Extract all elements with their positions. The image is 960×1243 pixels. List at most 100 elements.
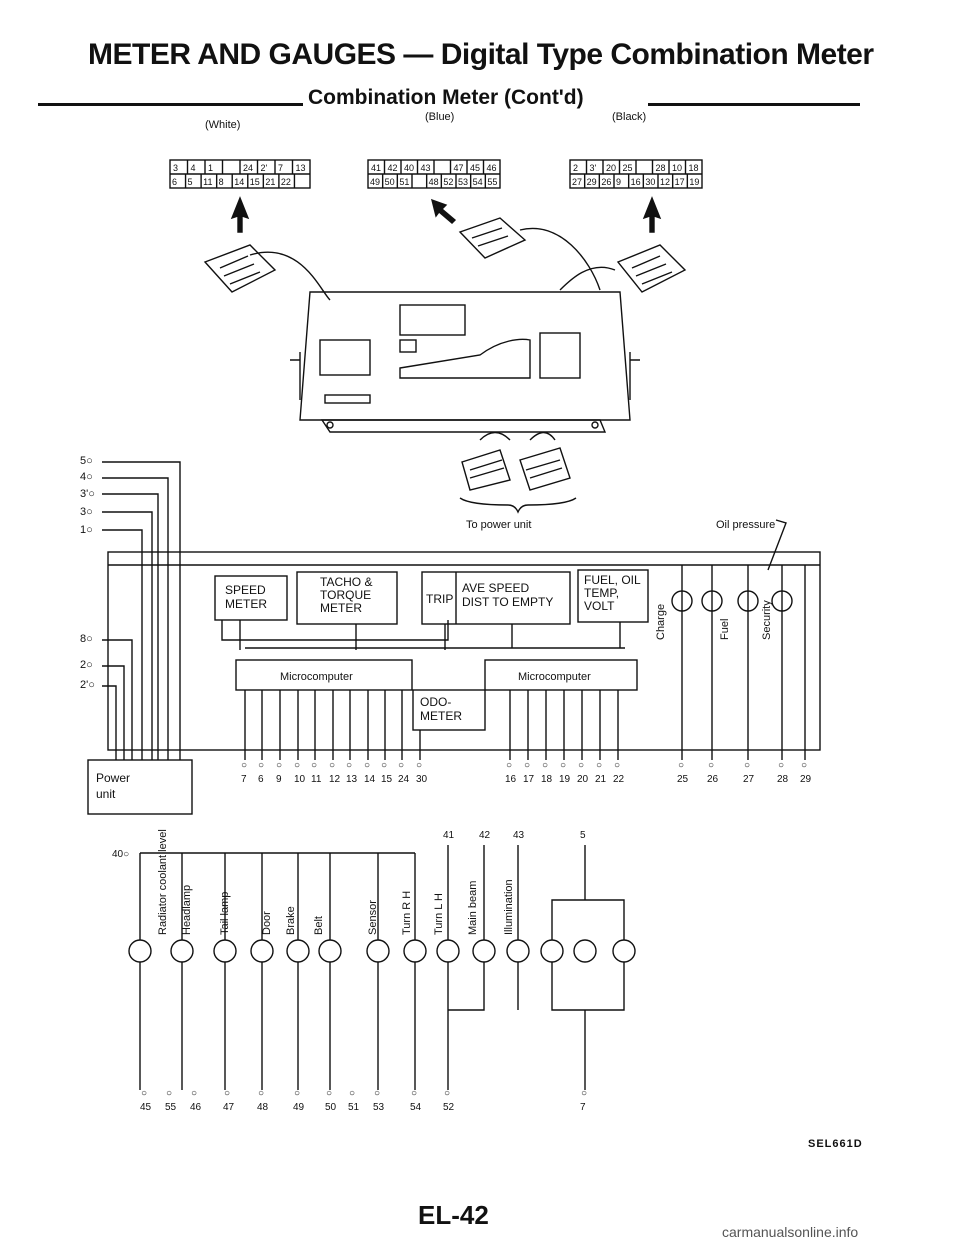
speed-meter-label: SPEED (225, 583, 266, 597)
indicator-lamp (128, 939, 152, 963)
lower-bottom-terminal: 46 (190, 1102, 202, 1113)
connector-pin: 12 (660, 177, 670, 187)
terminal-circle: ○ (294, 1088, 300, 1099)
bottom-terminal: 24 (398, 774, 410, 785)
connector-pin: 54 (473, 177, 483, 187)
terminal-circle: ○ (166, 1088, 172, 1099)
terminal-circle: ○ (349, 1088, 355, 1099)
title-rule-left (38, 103, 303, 106)
connector-black-label: (Black) (612, 111, 646, 123)
speed-meter-label: METER (225, 597, 267, 611)
bottom-terminal: 12 (329, 774, 341, 785)
bottom-terminal: 21 (595, 774, 607, 785)
oil-pressure-label: Oil pressure (716, 519, 775, 531)
lower-lamp-label: Headlamp (181, 885, 193, 935)
fuel-block (577, 569, 649, 623)
lower-bottom-terminal: 54 (410, 1102, 422, 1113)
bottom-terminal: 13 (346, 774, 358, 785)
bottom-terminal: 27 (743, 774, 755, 785)
connector-pin: 17 (675, 177, 685, 187)
fuel-label: FUEL, OIL (584, 573, 641, 587)
bottom-terminal: 10 (294, 774, 306, 785)
bottom-terminal: 28 (777, 774, 789, 785)
connector-pin: 13 (296, 163, 306, 173)
bottom-terminal: 14 (364, 774, 376, 785)
terminal-circle: ○ (381, 760, 387, 771)
connector-pin: 19 (689, 177, 699, 187)
terminal-circle: ○ (346, 760, 352, 771)
lower-top-terminal: 43 (513, 830, 525, 841)
lower-bottom-terminal: 55 (165, 1102, 177, 1113)
connector-pin: 22 (281, 177, 291, 187)
indicator-lamp (213, 939, 237, 963)
watermark: carmanualsonline.info (722, 1224, 859, 1240)
connector-pin: 3 (173, 163, 178, 173)
microcomputer-2-label: Microcomputer (518, 671, 591, 683)
connector-pin: 40 (404, 163, 414, 173)
bottom-terminal: 11 (311, 774, 322, 785)
indicator-lamp (612, 939, 636, 963)
lower-lamp-label: Door (261, 911, 273, 935)
connector-pin: 41 (371, 163, 381, 173)
connector-pin: 11 (203, 177, 212, 187)
indicator-lamp (573, 939, 597, 963)
plug-bottom (461, 431, 571, 491)
terminal-circle: ○ (294, 760, 300, 771)
upper-lamp-label: Fuel (719, 619, 731, 640)
microcomputer-1 (235, 659, 413, 691)
connector-pin: 48 (429, 177, 439, 187)
bottom-terminal: 7 (241, 774, 247, 785)
lower-lamp-label: Turn R H (401, 891, 413, 935)
oil-pressure-leader (767, 519, 787, 571)
left-feed-lines (102, 461, 181, 760)
connector-pin: 3' (590, 163, 597, 173)
connector-pin: 52 (443, 177, 453, 187)
upper-lamp-label: Charge (655, 604, 667, 640)
left-terminal: 3'○ (80, 488, 95, 500)
connector-white-label: (White) (205, 119, 240, 131)
lower-top-terminal: 5 (580, 830, 586, 841)
connector-pin: 4 (191, 163, 196, 173)
connector-pin: 10 (672, 163, 682, 173)
connector-pin: 55 (487, 177, 497, 187)
tacho-label: TORQUE (320, 588, 371, 602)
lower-bus (139, 845, 625, 1090)
terminal-circle: ○ (326, 1088, 332, 1099)
left-terminal: 3○ (80, 506, 93, 518)
bottom-terminal: 6 (258, 774, 264, 785)
lower-bottom-terminal: 47 (223, 1102, 235, 1113)
connector-pin: 29 (587, 177, 597, 187)
terminal-circle: ○ (364, 760, 370, 771)
title-rule-right (648, 103, 860, 106)
terminal-circle: ○ (398, 760, 404, 771)
lower-bottom-terminal: 51 (348, 1102, 360, 1113)
lower-top-terminal: 41 (443, 830, 455, 841)
lower-lamp-label: Turn L H (433, 893, 445, 935)
microcomputer-1-label: Microcomputer (280, 671, 353, 683)
connector-pin: 5 (188, 177, 193, 187)
connector-pin: 27 (572, 177, 582, 187)
indicator-lamp (472, 939, 496, 963)
terminal-circle: ○ (416, 760, 422, 771)
power-brace (459, 497, 577, 514)
bottom-terminal: 19 (559, 774, 571, 785)
connector-pin: 26 (601, 177, 611, 187)
power-label: To power unit (466, 519, 531, 531)
data-bus-lines (221, 620, 625, 650)
microcomputer-2 (484, 659, 638, 691)
terminal-circle: ○ (596, 760, 602, 771)
lower-left-terminal: 40○ (112, 849, 129, 860)
upper-lamp-label: Security (761, 600, 773, 640)
connector-pin: 7 (278, 163, 283, 173)
micro-outputs (244, 690, 619, 760)
bottom-terminal: 16 (505, 774, 517, 785)
lower-lamp-label: Illumination (503, 879, 515, 935)
power-unit-block (87, 759, 193, 815)
terminal-circle: ○ (581, 1088, 587, 1099)
connector-pin: 43 (421, 163, 431, 173)
power-unit-label: unit (96, 787, 116, 801)
bottom-terminal: 17 (523, 774, 535, 785)
terminal-circle: ○ (374, 1088, 380, 1099)
lower-lamp-label: Radiator coolant level (157, 829, 169, 935)
indicator-lamp (286, 939, 310, 963)
